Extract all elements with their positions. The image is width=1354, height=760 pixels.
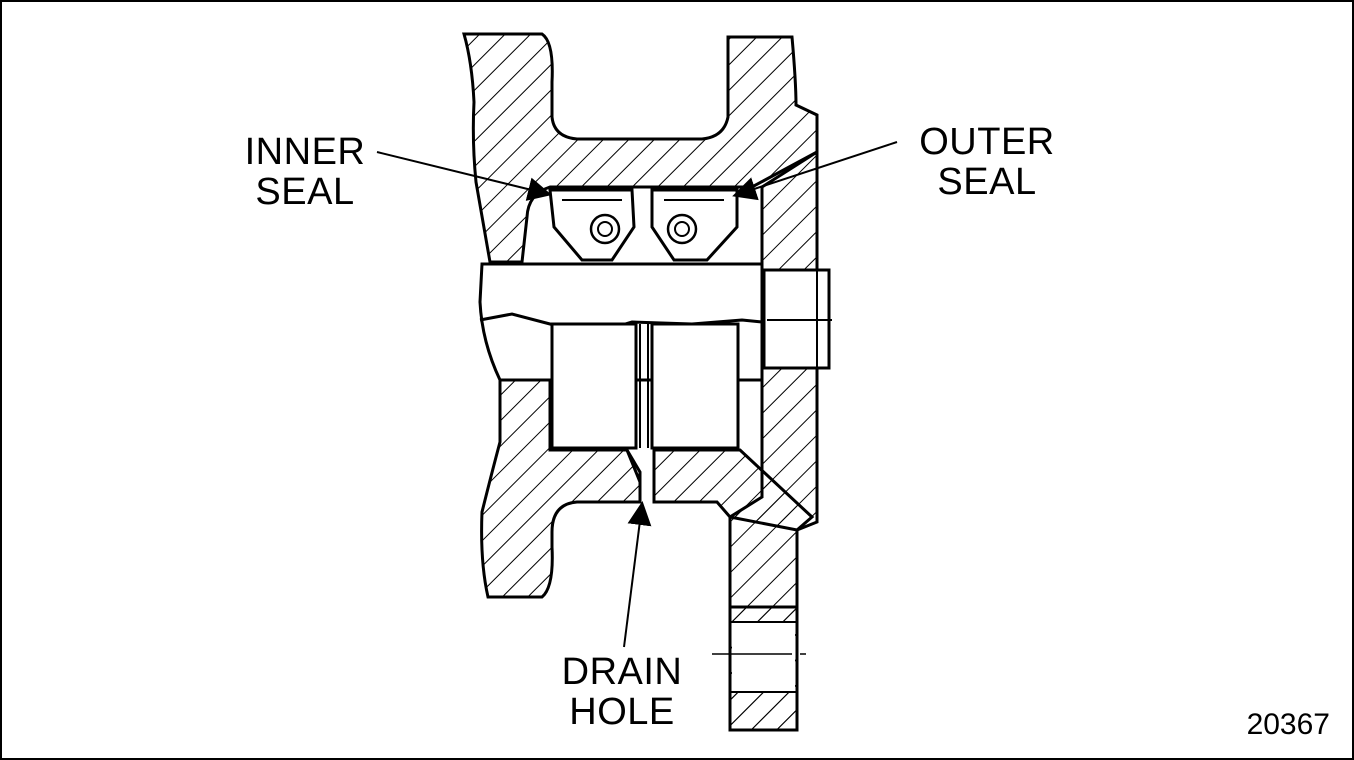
drain-hole [625,449,656,502]
outer-seal [650,188,739,262]
bearing-inner [550,322,638,450]
drain-hole-label-line1: DRAIN [561,651,683,693]
inner-seal-label-line1: INNER [244,131,366,173]
figure-number: 20367 [1246,708,1330,741]
drain-hole-label: DRAIN HOLE [542,652,702,732]
inner-seal [548,188,636,262]
outer-seal-label: OUTER SEAL [907,122,1067,202]
bearing-outer [650,322,740,450]
drain-hole-label-line2: HOLE [569,691,675,733]
inner-seal-label-line2: SEAL [255,171,355,213]
inner-seal-leader [376,151,552,201]
outer-seal-leader [732,141,898,201]
inner-seal-label: INNER SEAL [230,132,380,212]
drain-hole-leader [623,501,652,648]
outer-seal-label-line2: SEAL [937,161,1037,203]
housing-lower-left [480,378,642,599]
outer-seal-label-line1: OUTER [919,121,1055,163]
